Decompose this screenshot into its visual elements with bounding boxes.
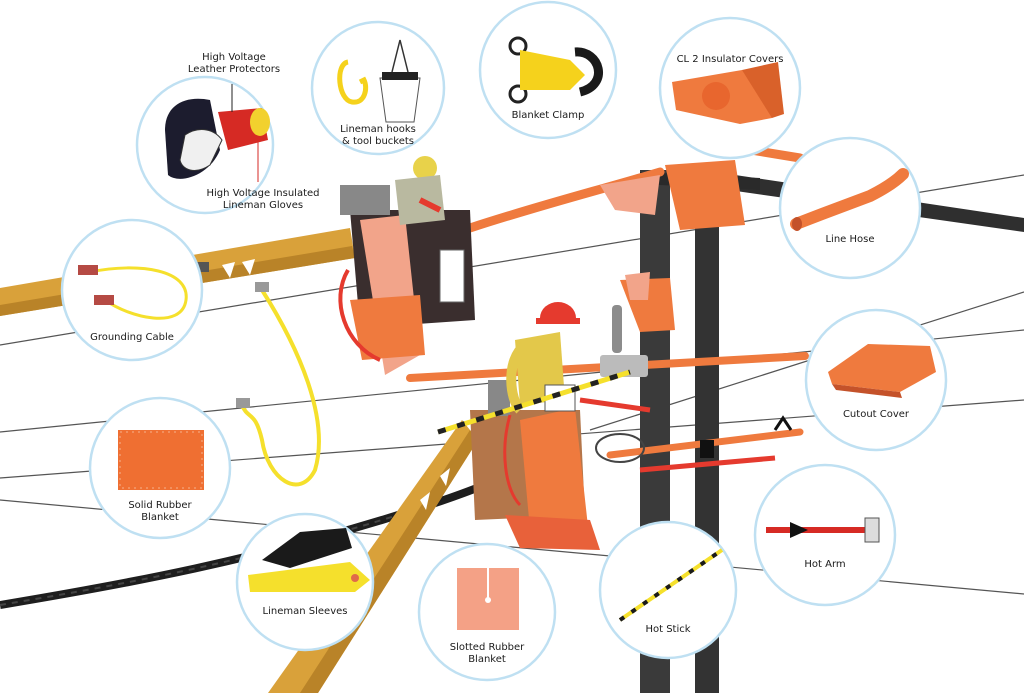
label-blanket-clamp: Blanket Clamp	[511, 110, 585, 121]
label-line: Blanket	[141, 512, 179, 523]
hot-stick-icon	[618, 548, 724, 622]
label-line-hose: Line Hose	[825, 234, 875, 245]
label-hot-stick: Hot Stick	[645, 624, 691, 635]
red-hose	[503, 414, 522, 507]
slotted-rubber-blanket-icon	[457, 568, 519, 630]
lower-worker	[506, 302, 580, 414]
label-lineman-sleeves: Lineman Sleeves	[262, 606, 348, 617]
solid-rubber-blanket-icon	[118, 430, 204, 490]
lineman-sleeves-icon	[248, 528, 370, 592]
label-hot-arm: Hot Arm	[804, 559, 846, 570]
label-line: Blanket	[468, 654, 506, 665]
label-hooks-buckets: Lineman hooks & tool buckets	[323, 124, 433, 148]
grounding-cable-icon	[78, 265, 188, 320]
label-leather-protectors: High Voltage Leather Protectors	[176, 52, 292, 76]
label-solid-rubber-blanket: Solid Rubber Blanket	[105, 500, 215, 524]
label-line: Leather Protectors	[187, 64, 281, 75]
grounding-cable-hanging	[236, 282, 321, 487]
upper-bucket	[338, 185, 475, 375]
upper-worker	[395, 156, 445, 225]
label-grounding-cable: Grounding Cable	[90, 332, 174, 343]
label-line: & tool buckets	[342, 136, 414, 147]
label-line: High Voltage Insulated	[206, 188, 320, 199]
label-slotted-rubber-blanket: Slotted Rubber Blanket	[432, 642, 542, 666]
label-cutout-cover: Cutout Cover	[842, 409, 910, 420]
gloves-icon	[165, 84, 270, 182]
rubber-covers-on-pole	[600, 160, 745, 332]
cutout-cover-icon	[828, 344, 936, 398]
line-hose-icon	[790, 168, 909, 231]
label-line: Lineman Gloves	[222, 200, 304, 211]
insulator-covers-icon	[672, 62, 784, 124]
hooks-and-bucket-icon	[337, 39, 421, 123]
label-insulator-covers: CL 2 Insulator Covers	[676, 54, 784, 65]
label-line: Solid Rubber	[128, 500, 192, 511]
lower-bucket	[470, 380, 600, 550]
blanket-clamp-icon	[508, 36, 603, 104]
label-line: Lineman hooks	[340, 124, 416, 135]
label-insulated-gloves: High Voltage Insulated Lineman Gloves	[190, 188, 336, 212]
pole-hardware	[595, 305, 793, 473]
label-line: High Voltage	[202, 52, 266, 63]
hot-arm-icon	[766, 517, 880, 543]
label-line: Slotted Rubber	[449, 642, 525, 653]
hot-stick-in-use	[437, 369, 631, 435]
